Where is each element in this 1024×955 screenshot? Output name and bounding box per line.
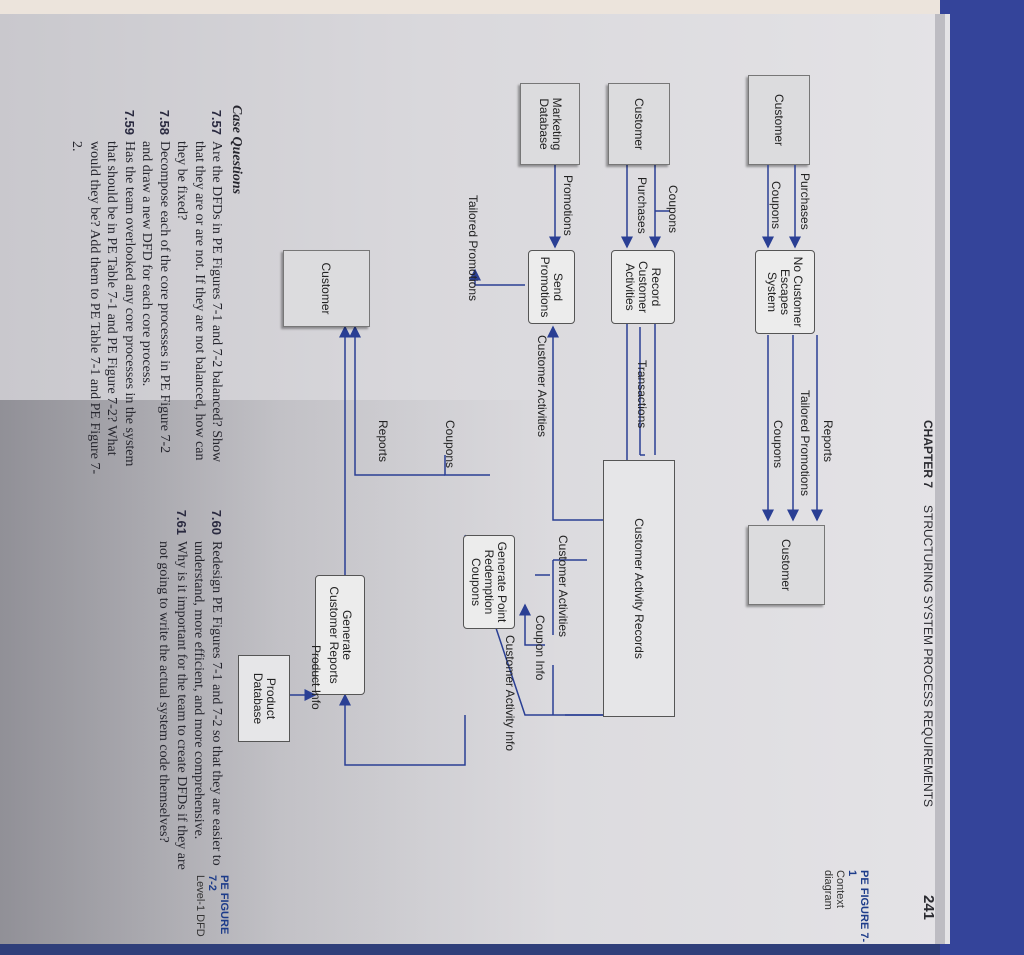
case-questions: Case Questions 7.57 Are the DFDs in PE F… — [68, 105, 245, 475]
dfd-flow-customer-activity-info: Customer Activity Info — [503, 635, 517, 752]
dfd-send-promotions: Send Promotions — [528, 250, 575, 324]
case-questions-heading: Case Questions — [229, 105, 244, 195]
dfd-customer-bottom: Customer — [283, 250, 370, 327]
question-7-59: 7.59 Has the team overlooked any core pr… — [69, 109, 138, 475]
dfd-customer-top: Customer — [608, 83, 670, 165]
dfd-activity-records-store: Customer Activity Records — [603, 460, 675, 717]
dfd-flow-coupons-out: Coupons — [443, 420, 457, 469]
dfd-flow-tailored-promotions: Tailored Promotions — [466, 195, 480, 302]
dfd-flow-coupon-info: Coupon Info — [533, 615, 547, 681]
context-arrows — [290, 165, 823, 766]
dfd-flow-customer-activities-2: Customer Activities — [556, 535, 570, 638]
question-7-57: 7.57 Are the DFDs in PE Figures 7-1 and … — [174, 109, 225, 463]
question-7-58: 7.58 Decompose each of the core processe… — [139, 109, 173, 454]
question-7-61: 7.61 Why is it important for the team to… — [156, 509, 190, 870]
dfd-flow-product-info: Product Info — [309, 645, 323, 710]
dfd-product-db: Product Database — [238, 655, 290, 742]
dfd-flow-purchases: Purchases — [635, 177, 649, 234]
dfd-flow-coupons: Coupons — [666, 185, 680, 234]
case-questions-right: 7.60 Redesign PE Figures 7-1 and 7-2 so … — [155, 505, 225, 890]
rotated-content: CHAPTER 7 STRUCTURING SYSTEM PROCESS REQ… — [15, 15, 945, 945]
dfd-flow-customer-activities-1: Customer Activities — [535, 335, 549, 438]
dfd-flow-promotions: Promotions — [561, 175, 575, 236]
dfd-flow-transactions: Transactions — [635, 360, 649, 429]
dfd-marketing-db: Marketing Database — [520, 83, 580, 165]
question-7-60: 7.60 Redesign PE Figures 7-1 and 7-2 so … — [191, 509, 225, 866]
dfd-flow-reports-out: Reports — [376, 420, 390, 463]
dfd-generate-point-coupons: Generate Point Redemption Coupons — [463, 535, 515, 629]
dfd-record-activities: Record Customer Activities — [611, 250, 675, 324]
